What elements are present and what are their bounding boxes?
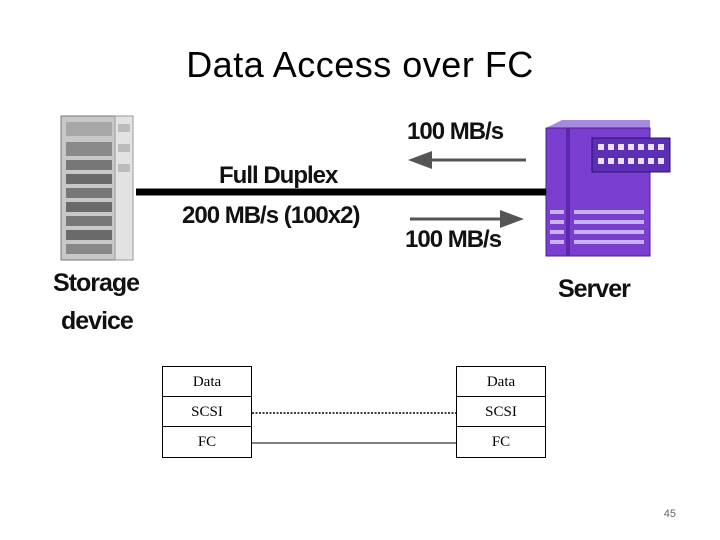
left-fc-layer: FC bbox=[197, 434, 217, 450]
right-fc-layer: FC bbox=[491, 434, 511, 450]
right-arrow bbox=[410, 210, 524, 228]
storage-device-label: Storage device bbox=[53, 269, 140, 335]
server-icon bbox=[545, 120, 671, 257]
lower-rate-label: 100 MB/s bbox=[405, 226, 502, 253]
left-data-layer: Data bbox=[163, 367, 251, 397]
storage-device-icon bbox=[60, 115, 134, 261]
right-data-layer: Data bbox=[457, 367, 545, 397]
left-protocol-stack: Data SCSI FC bbox=[162, 366, 252, 458]
page-number: 45 bbox=[663, 508, 676, 520]
left-scsi-layer: SCSI bbox=[163, 397, 251, 427]
full-duplex-label: Full Duplex bbox=[219, 162, 338, 189]
left-arrow bbox=[408, 151, 526, 169]
total-rate-label: 200 MB/s (100x2) bbox=[182, 202, 360, 229]
slide-title: Data Access over FC bbox=[186, 44, 534, 85]
right-scsi-layer: SCSI bbox=[457, 397, 545, 427]
right-protocol-stack: Data SCSI FC bbox=[456, 366, 546, 458]
server-label: Server bbox=[558, 275, 631, 303]
upper-rate-label: 100 MB/s bbox=[407, 118, 504, 145]
